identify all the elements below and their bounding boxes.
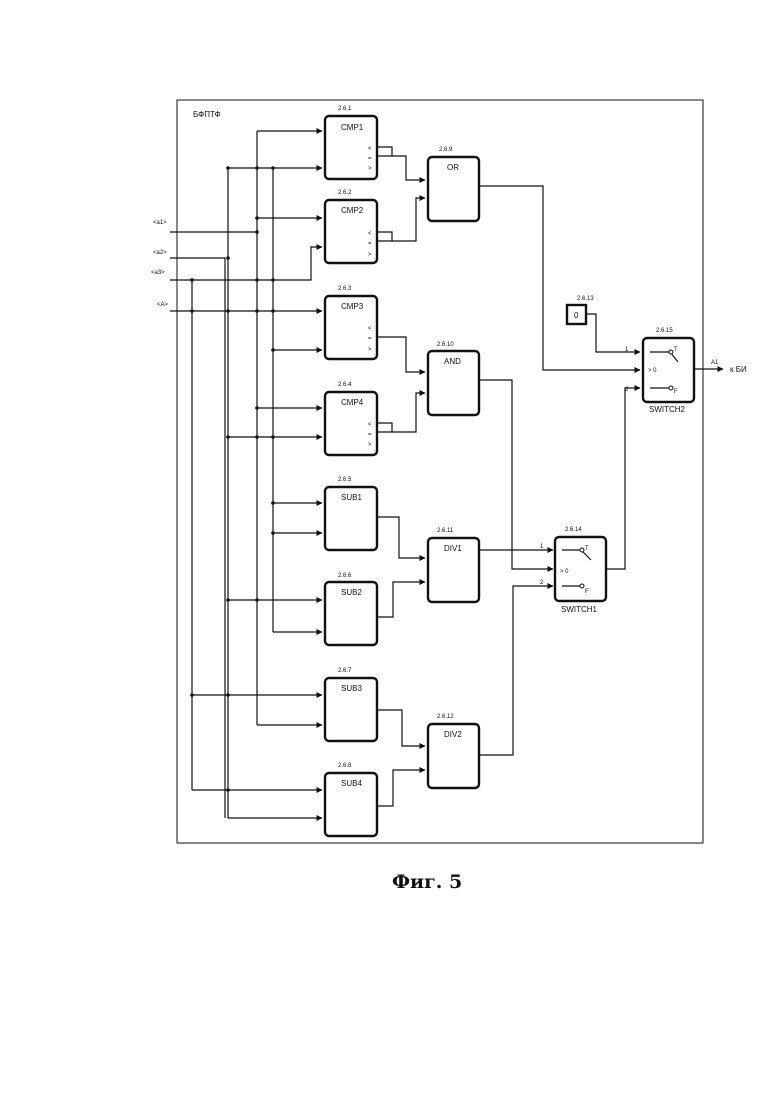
svg-text:=: =	[368, 241, 372, 247]
block-switch2: 2.6.15 > 0 T F 1 2 SWITCH2	[625, 328, 694, 414]
svg-text:1: 1	[540, 544, 544, 550]
block-cmp1: 2.6.1 CMP1 < = >	[325, 106, 377, 179]
input-label-a1: <a1>	[153, 220, 167, 226]
svg-text:>: >	[368, 166, 372, 172]
block-name: DIV1	[444, 544, 462, 553]
const-value: 0	[574, 311, 579, 320]
block-name: AND	[444, 357, 461, 366]
block-name: CMP2	[341, 206, 364, 215]
block-ref: 2.6.2	[338, 190, 352, 196]
block-ref: 2.6.3	[338, 286, 352, 292]
block-sub3: 2.6.7 SUB3	[325, 668, 377, 741]
block-name: CMP4	[341, 398, 364, 407]
svg-text:<: <	[368, 326, 372, 332]
svg-text:F: F	[674, 389, 678, 395]
block-name: SUB2	[341, 588, 362, 597]
block-name: OR	[447, 163, 459, 172]
block-ref: 2.6.1	[338, 106, 352, 112]
output-target-label: к БИ	[730, 365, 747, 374]
block-ref: 2.6.5	[338, 477, 352, 483]
block-sub1: 2.6.5 SUB1	[325, 477, 377, 550]
block-sub4: 2.6.8 SUB4	[325, 763, 377, 836]
block-name: CMP3	[341, 302, 364, 311]
svg-text:=: =	[368, 432, 372, 438]
block-ref: 2.6.7	[338, 668, 352, 674]
svg-text:> 0: > 0	[560, 569, 569, 575]
input-wires	[170, 131, 322, 818]
svg-text:T: T	[674, 347, 678, 353]
block-ref: 2.6.8	[338, 763, 352, 769]
svg-text:>: >	[368, 252, 372, 258]
block-div1: 2.6.11 DIV1	[428, 528, 479, 602]
block-name: SUB4	[341, 779, 362, 788]
figure-caption: Фиг. 5	[392, 871, 462, 893]
frame-title: БФПТФ	[193, 110, 221, 119]
input-label-a3: <a3>	[151, 270, 165, 276]
output-signal-label: A1	[711, 360, 719, 366]
svg-text:<: <	[368, 422, 372, 428]
svg-text:>: >	[368, 347, 372, 353]
svg-text:2: 2	[540, 580, 544, 586]
input-label-a2: <a2>	[153, 250, 167, 256]
block-ref: 2.6.4	[338, 382, 352, 388]
svg-text:=: =	[368, 156, 372, 162]
block-ref: 2.6.15	[656, 328, 673, 334]
svg-text:T: T	[585, 546, 589, 552]
block-ref: 2.6.10	[437, 342, 454, 348]
svg-text:>: >	[368, 442, 372, 448]
block-const: 2.6.13 0	[567, 296, 594, 324]
block-ref: 2.6.14	[565, 527, 582, 533]
svg-text:<: <	[368, 231, 372, 237]
block-and: 2.6.10 AND	[428, 342, 479, 415]
block-ref: 2.6.11	[437, 528, 454, 534]
junction-dots	[190, 166, 275, 792]
svg-text:> 0: > 0	[648, 368, 657, 374]
internal-wires	[376, 147, 723, 806]
svg-text:F: F	[585, 589, 589, 595]
block-sub2: 2.6.6 SUB2	[325, 573, 377, 645]
block-name: SUB1	[341, 493, 362, 502]
block-ref: 2.6.13	[577, 296, 594, 302]
block-cmp2: 2.6.2 CMP2 < = >	[325, 190, 377, 263]
block-name: SWITCH2	[649, 405, 686, 414]
block-cmp3: 2.6.3 CMP3 < = >	[325, 286, 377, 359]
block-name: SWITCH1	[561, 605, 598, 614]
block-switch1: 2.6.14 > 0 T F 1 2 SWITCH1	[540, 527, 606, 614]
block-ref: 2.6.12	[437, 714, 454, 720]
input-label-A: <A>	[157, 302, 169, 308]
block-name: SUB3	[341, 684, 362, 693]
svg-text:<: <	[368, 146, 372, 152]
block-name: DIV2	[444, 730, 462, 739]
block-cmp4: 2.6.4 CMP4 < = >	[325, 382, 377, 455]
block-name: CMP1	[341, 123, 364, 132]
block-ref: 2.6.9	[439, 147, 453, 153]
svg-text:=: =	[368, 336, 372, 342]
block-div2: 2.6.12 DIV2	[428, 714, 479, 788]
block-ref: 2.6.6	[338, 573, 352, 579]
block-or: 2.6.9 OR	[428, 147, 479, 221]
